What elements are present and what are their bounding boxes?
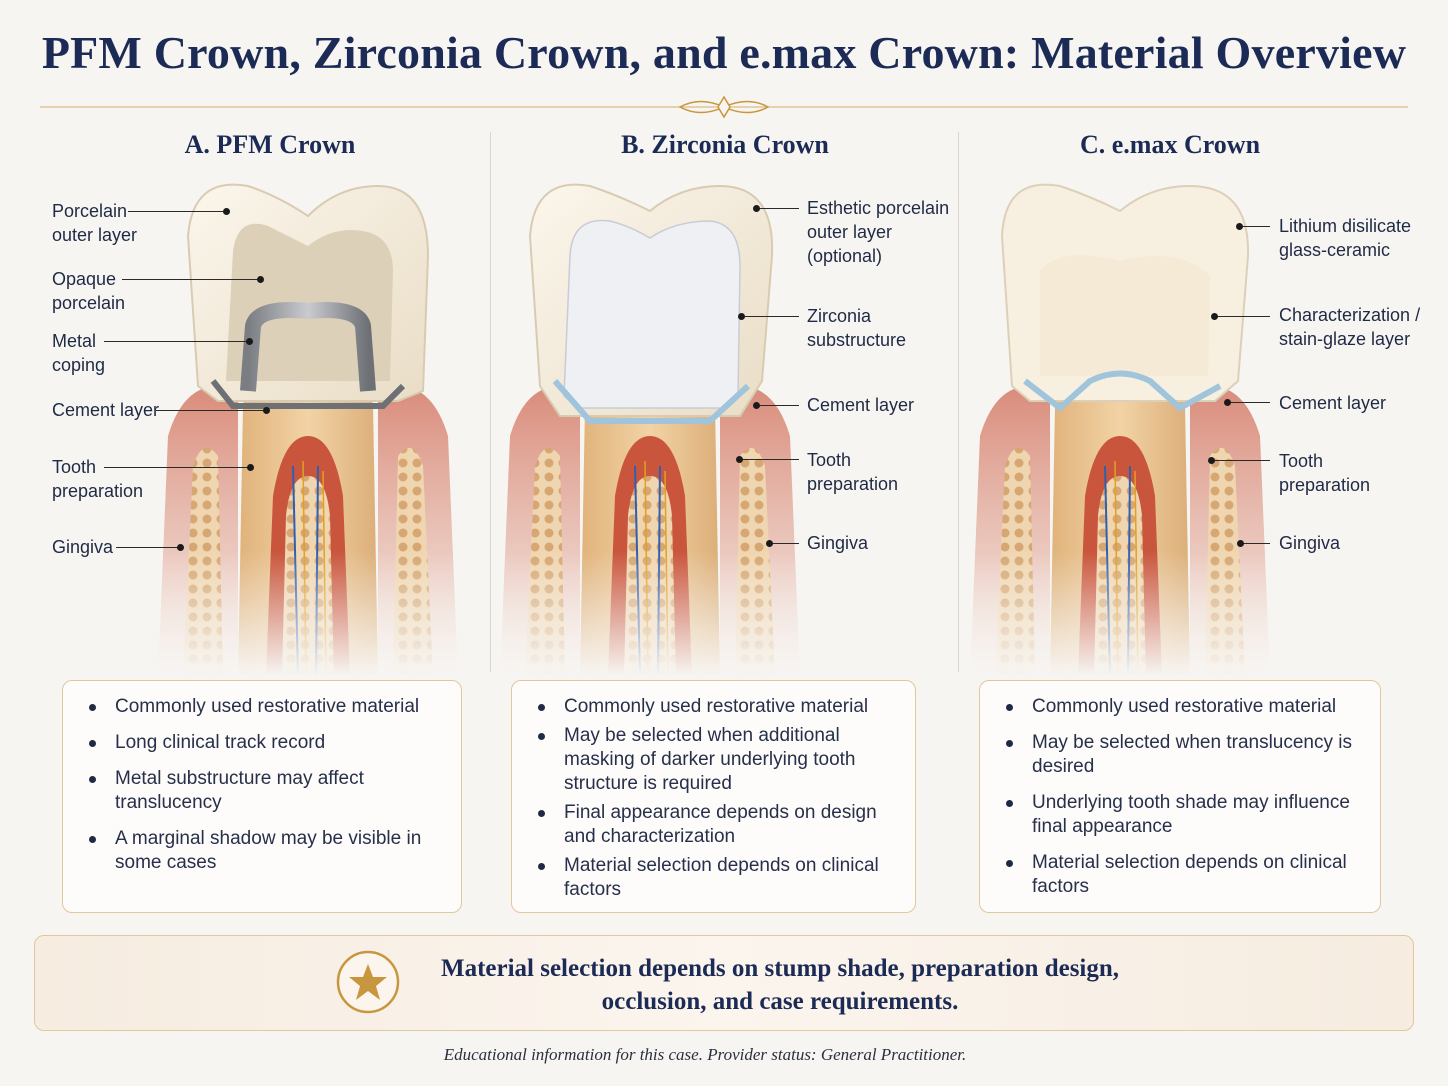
leader-line xyxy=(128,208,230,215)
leader-line xyxy=(122,276,264,283)
leader-line xyxy=(738,313,799,320)
label-esthetic-porcelain: Esthetic porcelain outer layer (optional… xyxy=(807,198,950,266)
label-stain-glaze-layer: Characterization / stain-glaze layer xyxy=(1279,305,1421,349)
pfm-crown-illustration xyxy=(158,176,458,676)
bullet-item: Commonly used restorative material xyxy=(538,695,895,719)
label-porcelain-outer-layer: Porcelain outer layer xyxy=(52,201,138,245)
summary-line-1: Material selection depends on stump shad… xyxy=(440,955,1120,982)
label-opaque-porcelain: Opaque porcelain xyxy=(52,269,126,313)
label-tooth-preparation: Tooth preparation xyxy=(1279,451,1371,495)
label-tooth-preparation: Tooth preparation xyxy=(807,450,899,494)
label-tooth-preparation: Tooth preparation xyxy=(52,457,144,501)
bullet-item: Final appearance depends on design and c… xyxy=(538,801,895,849)
column-divider xyxy=(958,132,959,672)
panel-title-pfm: A. PFM Crown xyxy=(184,130,356,159)
label-zirconia-substructure: Zirconia substructure xyxy=(807,306,907,350)
title-ornament xyxy=(40,95,1408,119)
star-icon xyxy=(336,950,400,1014)
label-cement-layer: Cement layer xyxy=(52,400,160,420)
leader-line xyxy=(104,338,253,345)
leader-line xyxy=(1236,223,1270,230)
pfm-info-box: Commonly used restorative material Long … xyxy=(62,680,462,913)
bullet-item: Commonly used restorative material xyxy=(1006,695,1360,719)
panel-title-emax: C. e.max Crown xyxy=(1079,130,1261,159)
panel-title-zirconia: B. Zirconia Crown xyxy=(621,130,829,159)
page-title: PFM Crown, Zirconia Crown, and e.max Cro… xyxy=(41,27,1407,78)
label-metal-coping: Metal coping xyxy=(52,331,106,375)
leader-line xyxy=(156,407,270,414)
bullet-item: Material selection depends on clinical f… xyxy=(538,854,895,902)
leader-line xyxy=(766,540,799,547)
summary-text: Material selection depends on stump shad… xyxy=(420,952,1140,1018)
bullet-item: Material selection depends on clinical f… xyxy=(1006,851,1360,899)
leader-line xyxy=(1224,399,1270,406)
label-cement-layer: Cement layer xyxy=(1279,393,1387,413)
leader-line xyxy=(1208,457,1270,464)
column-divider xyxy=(490,132,491,672)
zirconia-crown-illustration xyxy=(500,176,800,676)
bullet-item: Underlying tooth shade may influence fin… xyxy=(1006,791,1360,839)
leader-line xyxy=(753,205,799,212)
label-gingiva: Gingiva xyxy=(807,533,869,553)
emax-crown-illustration xyxy=(970,176,1270,676)
label-gingiva: Gingiva xyxy=(52,537,114,557)
label-gingiva: Gingiva xyxy=(1279,533,1341,553)
footnote: Educational information for this case. P… xyxy=(443,1045,967,1064)
bullet-item: Metal substructure may affect translucen… xyxy=(89,767,441,815)
bullet-item: Long clinical track record xyxy=(89,731,441,755)
bullet-item: May be selected when additional masking … xyxy=(538,724,895,796)
leader-line xyxy=(736,456,799,463)
leader-line xyxy=(1237,540,1270,547)
leader-line xyxy=(104,464,254,471)
bullet-item: May be selected when translucency is des… xyxy=(1006,731,1360,779)
label-cement-layer: Cement layer xyxy=(807,395,915,415)
zirconia-info-box: Commonly used restorative material May b… xyxy=(511,680,916,913)
emax-info-box: Commonly used restorative material May b… xyxy=(979,680,1381,913)
label-lithium-disilicate: Lithium disilicate glass-ceramic xyxy=(1279,216,1412,260)
summary-banner xyxy=(34,935,1414,1031)
bullet-item: Commonly used restorative material xyxy=(89,695,441,719)
leader-line xyxy=(116,544,184,551)
leader-line xyxy=(753,402,799,409)
leader-line xyxy=(1211,313,1270,320)
summary-line-2: occlusion, and case requirements. xyxy=(601,988,959,1015)
bullet-item: A marginal shadow may be visible in some… xyxy=(89,827,441,875)
